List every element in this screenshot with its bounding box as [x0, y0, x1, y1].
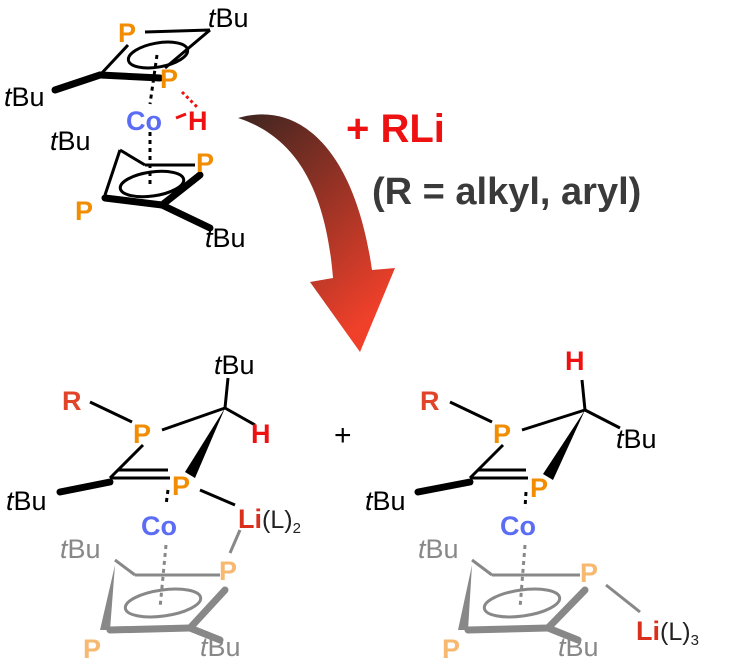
atom-P: P [219, 556, 237, 586]
atom-Co: Co [500, 511, 536, 541]
reagent-label: + RLi [346, 107, 445, 151]
atom-P: P [530, 473, 548, 503]
atom-P: P [580, 558, 598, 588]
tbu-label: tBu [208, 3, 249, 33]
tbu-label: tBu [6, 486, 47, 516]
atom-P: P [133, 419, 151, 449]
reaction-arrow [238, 114, 395, 352]
atom-H: H [188, 106, 208, 136]
lithium-ligand: Li(L)3 [636, 616, 699, 649]
tbu-label: tBu [60, 534, 101, 564]
atom-H: H [251, 419, 271, 449]
atom-P: P [118, 18, 136, 48]
starting-complex: P tBu tBu P Co H tBu P P tBu [4, 3, 249, 253]
tbu-label: tBu [4, 82, 45, 112]
atom-P: P [493, 419, 511, 449]
atom-P: P [172, 471, 190, 501]
tbu-label: tBu [200, 632, 241, 658]
tbu-label: tBu [616, 424, 657, 454]
atom-Co: Co [141, 511, 177, 541]
plus-sign: + [334, 419, 352, 452]
atom-P: P [75, 196, 93, 226]
tbu-label: tBu [365, 486, 406, 516]
atom-R: R [420, 386, 440, 416]
product-left: R tBu P H tBu P Li(L)2 Co tBu P P tBu [6, 350, 301, 658]
tbu-label: tBu [418, 534, 459, 564]
tbu-label: tBu [214, 350, 255, 380]
tbu-label: tBu [558, 632, 599, 658]
atom-P: P [83, 634, 101, 658]
tbu-label: tBu [205, 223, 246, 253]
atom-P: P [160, 64, 178, 94]
lithium-ligand: Li(L)2 [238, 504, 301, 537]
atom-P: P [442, 634, 460, 658]
reagent-condition: (R = alkyl, aryl) [372, 171, 641, 213]
atom-R: R [62, 386, 82, 416]
tbu-label: tBu [50, 126, 91, 156]
atom-H: H [565, 346, 585, 376]
atom-Co: Co [126, 106, 162, 136]
atom-P: P [196, 148, 214, 178]
product-right: H R P tBu tBu P Co tBu P Li(L)3 P tBu [365, 346, 699, 658]
